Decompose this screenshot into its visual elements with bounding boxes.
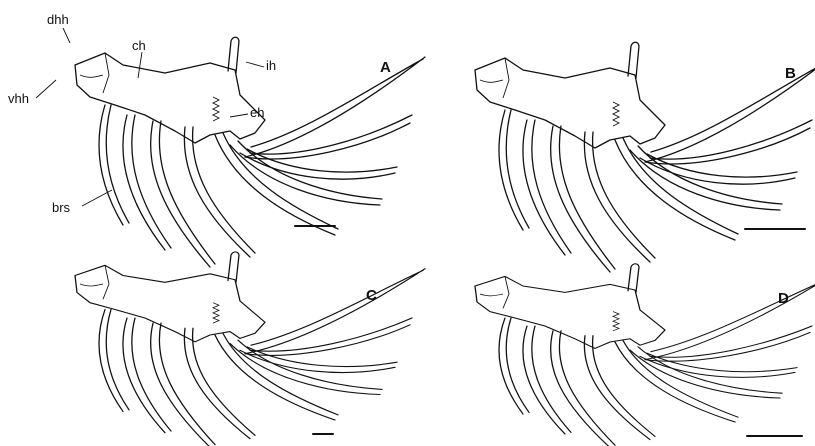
panel-a: A dhh ch ih vhh eh brs (8, 12, 425, 267)
panel-label-b: B (785, 65, 796, 82)
label-epihyal: eh (250, 105, 264, 120)
label-ceratohyal: ch (132, 38, 146, 53)
label-interhyal: ih (266, 58, 276, 73)
panel-label-d: D (778, 290, 789, 307)
panel-d: D (475, 264, 815, 446)
panel-label-a: A (380, 59, 391, 76)
label-branchiostegal-rays: brs (52, 200, 71, 215)
label-ventral-hypohyal: vhh (8, 91, 29, 106)
panel-b: B (475, 42, 815, 272)
panel-label-c: C (366, 287, 377, 304)
panel-c: C (75, 252, 425, 446)
label-dorsal-hypohyal: dhh (47, 12, 69, 27)
